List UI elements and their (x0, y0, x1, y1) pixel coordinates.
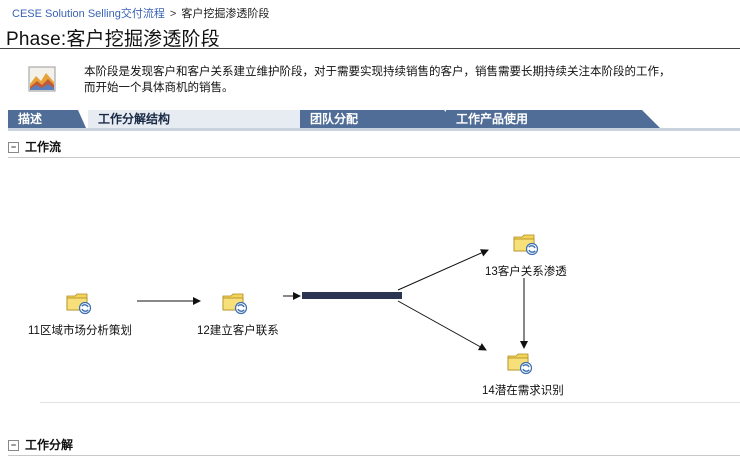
breakdown-section-header: −工作分解 (8, 436, 73, 453)
activity-icon[interactable] (513, 234, 539, 256)
workflow-bottom-divider (40, 402, 740, 403)
workflow-node-12[interactable]: 12建立客户联系 (197, 325, 279, 337)
collapse-icon[interactable]: − (8, 142, 19, 154)
workflow-section-header: −工作流 (8, 138, 61, 155)
tab-work-product-usage[interactable]: 工作产品使用 (446, 110, 660, 128)
tab-team-allocation-label: 团队分配 (310, 112, 359, 126)
workflow-section-title: 工作流 (25, 140, 62, 154)
tab-work-product-usage-label: 工作产品使用 (456, 112, 529, 126)
tab-work-breakdown-label: 工作分解结构 (98, 112, 171, 126)
tab-description-label: 描述 (18, 112, 43, 126)
tab-bar: 描述 工作分解结构 团队分配 工作产品使用 (8, 110, 740, 130)
fork-bar (302, 292, 402, 299)
activity-icon[interactable] (66, 293, 92, 315)
description-line-1: 本阶段是发现客户和客户关系建立维护阶段，对于需要实现持续销售的客户，销售需要长期… (84, 66, 671, 78)
workflow-section-divider (8, 157, 740, 158)
edge-fork-to-14 (397, 300, 487, 351)
breadcrumb: CESE Solution Selling交付流程 > 客户挖掘渗透阶段 (12, 5, 269, 21)
breakdown-section-divider (8, 455, 740, 456)
tab-strip-underline (8, 128, 740, 131)
tab-team-allocation[interactable]: 团队分配 (300, 110, 462, 128)
activity-icon[interactable] (222, 293, 248, 315)
title-divider (0, 48, 740, 49)
workflow-node-13[interactable]: 13客户关系渗透 (485, 266, 567, 278)
breadcrumb-current: 客户挖掘渗透阶段 (181, 8, 270, 20)
tab-work-breakdown[interactable]: 工作分解结构 (88, 110, 318, 128)
breakdown-section-title: 工作分解 (25, 438, 74, 452)
phase-description: 本阶段是发现客户和客户关系建立维护阶段，对于需要实现持续销售的客户，销售需要长期… (84, 64, 740, 96)
workflow-node-11[interactable]: 11区域市场分析策划 (28, 325, 132, 337)
breadcrumb-root-link[interactable]: CESE Solution Selling交付流程 (12, 8, 165, 20)
collapse-icon[interactable]: − (8, 440, 19, 452)
workflow-node-14[interactable]: 14潜在需求识别 (482, 385, 564, 397)
phase-icon (28, 66, 56, 92)
edge-fork-to-13 (397, 249, 489, 291)
tab-description[interactable]: 描述 (8, 110, 86, 128)
page-title: Phase:客户挖掘渗透阶段 (6, 29, 220, 50)
description-line-2: 而开始一个具体商机的销售。 (84, 82, 234, 94)
activity-icon[interactable] (507, 353, 533, 375)
breadcrumb-separator: > (169, 8, 177, 20)
